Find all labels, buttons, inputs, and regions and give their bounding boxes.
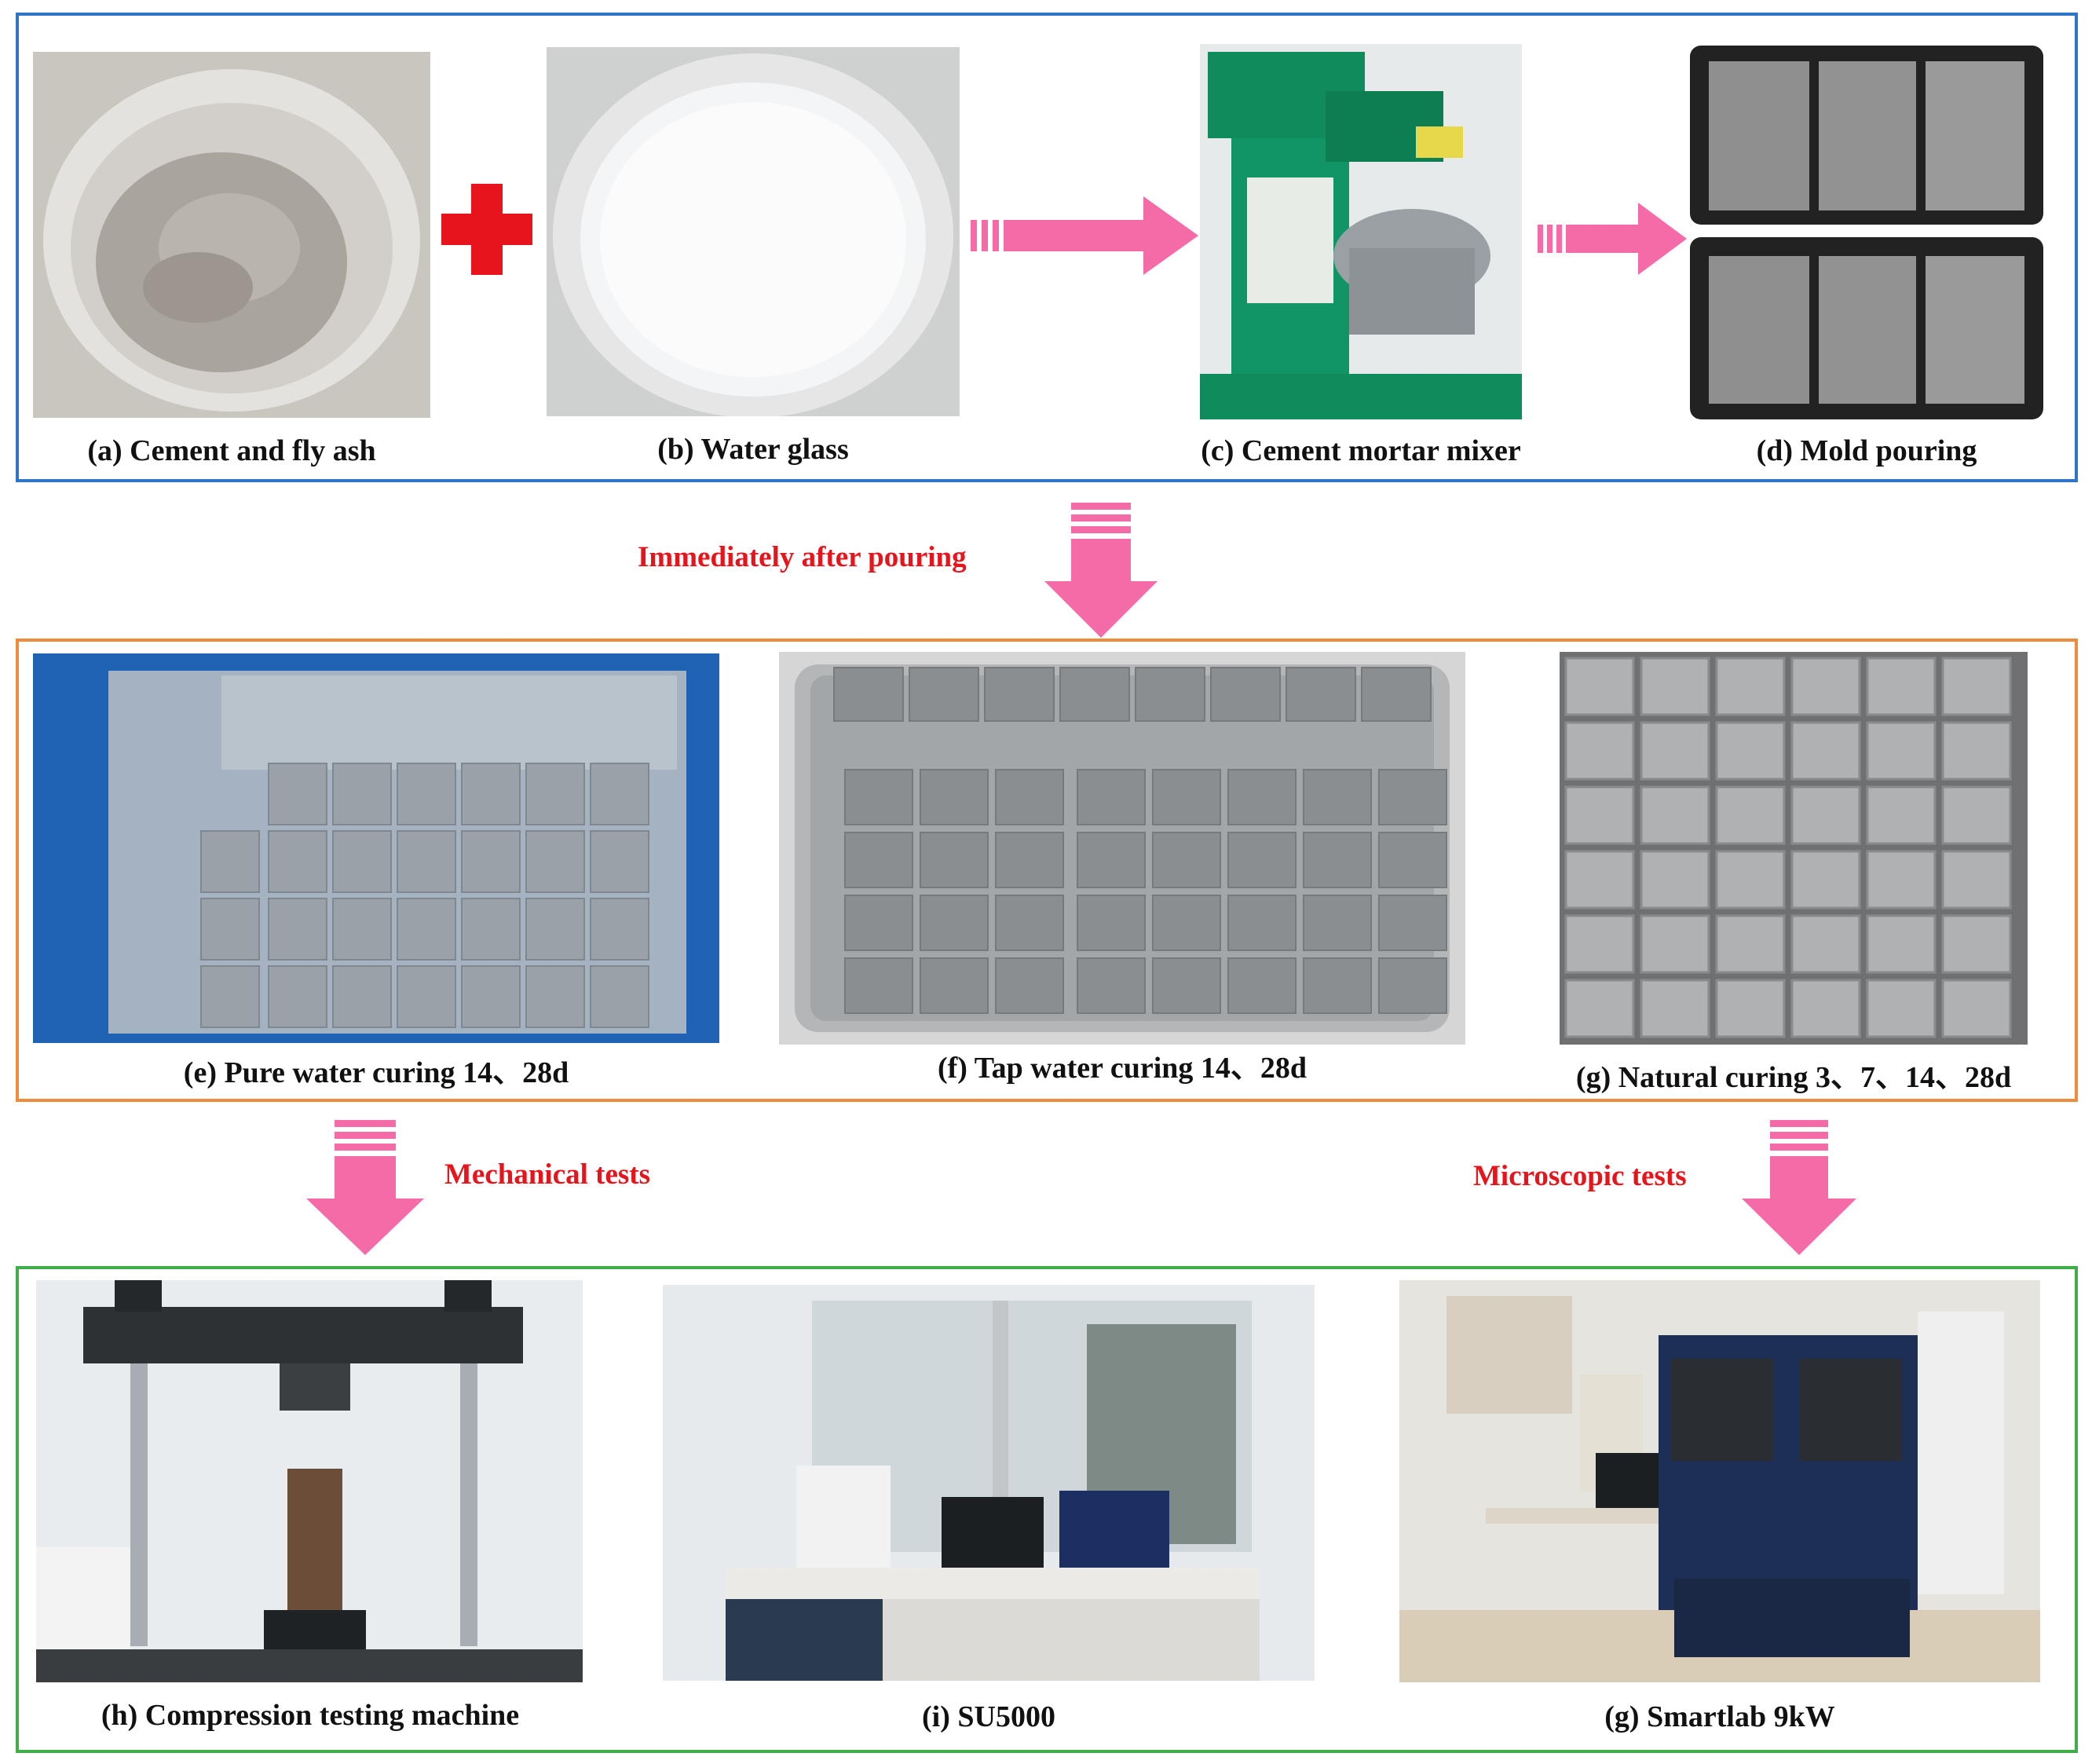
photo-water-glass (547, 47, 960, 416)
caption-mold-pouring: (d) Mold pouring (1756, 434, 1977, 467)
caption-pure-water-curing: (e) Pure water curing 14、28d (183, 1056, 569, 1089)
arrow-right-icon (971, 196, 1198, 275)
caption-su5000: (i) SU5000 (922, 1700, 1055, 1733)
arrow-down-icon (1044, 503, 1158, 638)
photo-compression-machine (36, 1280, 583, 1682)
label-microscopic-tests: Microscopic tests (1473, 1160, 1687, 1192)
label-immediately-after-pouring: Immediately after pouring (638, 541, 967, 573)
caption-tap-water-curing: (f) Tap water curing 14、28d (937, 1052, 1308, 1085)
caption-smartlab: (g) Smartlab 9kW (1604, 1700, 1835, 1733)
stage1-frame (16, 13, 2078, 482)
arrow-down-icon (306, 1120, 424, 1255)
caption-cement-fly-ash: (a) Cement and fly ash (87, 434, 376, 467)
plus-icon (441, 184, 532, 275)
photo-natural-curing (1560, 652, 2028, 1045)
photo-mortar-mixer (1200, 44, 1522, 419)
photo-tap-water-curing (779, 652, 1465, 1045)
caption-water-glass: (b) Water glass (657, 433, 849, 466)
arrow-down-icon (1742, 1120, 1856, 1255)
stage3-frame (16, 1266, 2078, 1753)
stage2-frame (16, 639, 2078, 1102)
arrow-right-icon (1538, 203, 1687, 275)
label-mechanical-tests: Mechanical tests (444, 1158, 651, 1191)
caption-compression-machine: (h) Compression testing machine (101, 1699, 520, 1732)
caption-natural-curing: (g) Natural curing 3、7、14、28d (1575, 1061, 2012, 1094)
photo-su5000 (663, 1285, 1315, 1681)
photo-pure-water-curing (33, 653, 719, 1043)
photo-cement-fly-ash (33, 52, 430, 418)
photo-smartlab (1399, 1280, 2040, 1682)
caption-mortar-mixer: (c) Cement mortar mixer (1201, 434, 1521, 467)
photo-mold-pouring (1690, 46, 2043, 419)
